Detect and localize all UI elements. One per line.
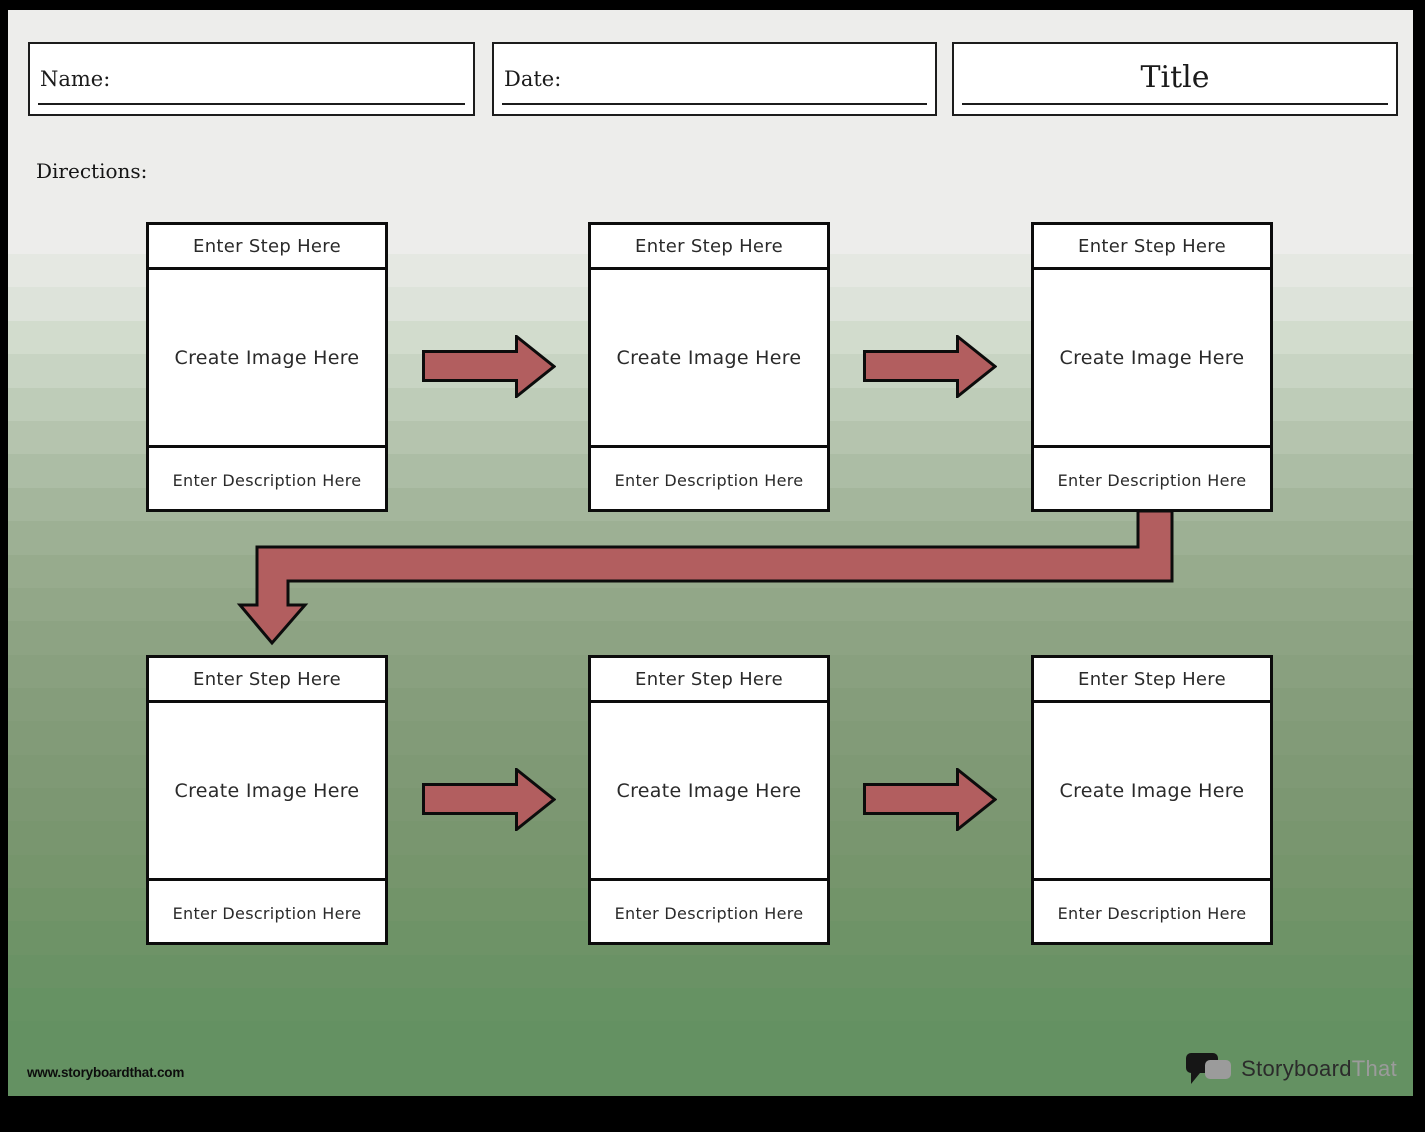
date-field[interactable]: Date: <box>492 42 937 116</box>
image-placeholder-cell[interactable]: Create Image Here <box>1034 270 1270 448</box>
flow-arrow-right-icon <box>863 335 997 398</box>
directions-label: Directions: <box>36 159 148 183</box>
step-card-4: Enter Step Here Create Image Here Enter … <box>146 655 388 945</box>
description-cell[interactable]: Enter Description Here <box>614 903 804 923</box>
flow-wrap-arrow-icon <box>236 509 1174 646</box>
step-card-1: Enter Step Here Create Image Here Enter … <box>146 222 388 512</box>
step-card-5: Enter Step Here Create Image Here Enter … <box>588 655 830 945</box>
step-title-cell[interactable]: Enter Step Here <box>1034 225 1270 270</box>
step-title-cell[interactable]: Enter Step Here <box>149 225 385 270</box>
step-card-2: Enter Step Here Create Image Here Enter … <box>588 222 830 512</box>
image-placeholder-cell[interactable]: Create Image Here <box>591 703 827 881</box>
image-placeholder-cell[interactable]: Create Image Here <box>149 270 385 448</box>
logo-text-primary: Storyboard <box>1241 1056 1352 1081</box>
step-title-cell[interactable]: Enter Step Here <box>1034 658 1270 703</box>
date-label: Date: <box>504 67 562 91</box>
title-field[interactable]: Title <box>952 42 1398 116</box>
step-title-cell[interactable]: Enter Step Here <box>591 225 827 270</box>
page-title: Title <box>1140 60 1210 95</box>
image-placeholder-cell[interactable]: Create Image Here <box>149 703 385 881</box>
title-underline <box>962 103 1388 105</box>
image-placeholder-cell[interactable]: Create Image Here <box>1034 703 1270 881</box>
description-cell[interactable]: Enter Description Here <box>172 470 362 490</box>
website-url: www.storyboardthat.com <box>27 1065 185 1080</box>
description-cell[interactable]: Enter Description Here <box>1057 470 1247 490</box>
flow-arrow-right-icon <box>422 335 556 398</box>
name-label: Name: <box>40 67 111 91</box>
date-underline <box>502 103 927 105</box>
step-title-cell[interactable]: Enter Step Here <box>591 658 827 703</box>
flow-arrow-right-icon <box>422 768 556 831</box>
logo-text: StoryboardThat <box>1241 1056 1397 1082</box>
description-cell[interactable]: Enter Description Here <box>614 470 804 490</box>
description-cell[interactable]: Enter Description Here <box>1057 903 1247 923</box>
storyboardthat-logo: StoryboardThat <box>1185 1050 1397 1088</box>
image-placeholder-cell[interactable]: Create Image Here <box>591 270 827 448</box>
name-field[interactable]: Name: <box>28 42 475 116</box>
description-cell[interactable]: Enter Description Here <box>172 903 362 923</box>
speech-bubble-icon <box>1186 1053 1232 1084</box>
step-title-cell[interactable]: Enter Step Here <box>149 658 385 703</box>
step-card-6: Enter Step Here Create Image Here Enter … <box>1031 655 1273 945</box>
worksheet-page: Name: Date: Title Directions: Enter Step… <box>8 10 1413 1096</box>
logo-text-secondary: That <box>1351 1056 1397 1081</box>
name-underline <box>38 103 465 105</box>
step-card-3: Enter Step Here Create Image Here Enter … <box>1031 222 1273 512</box>
flow-arrow-right-icon <box>863 768 997 831</box>
